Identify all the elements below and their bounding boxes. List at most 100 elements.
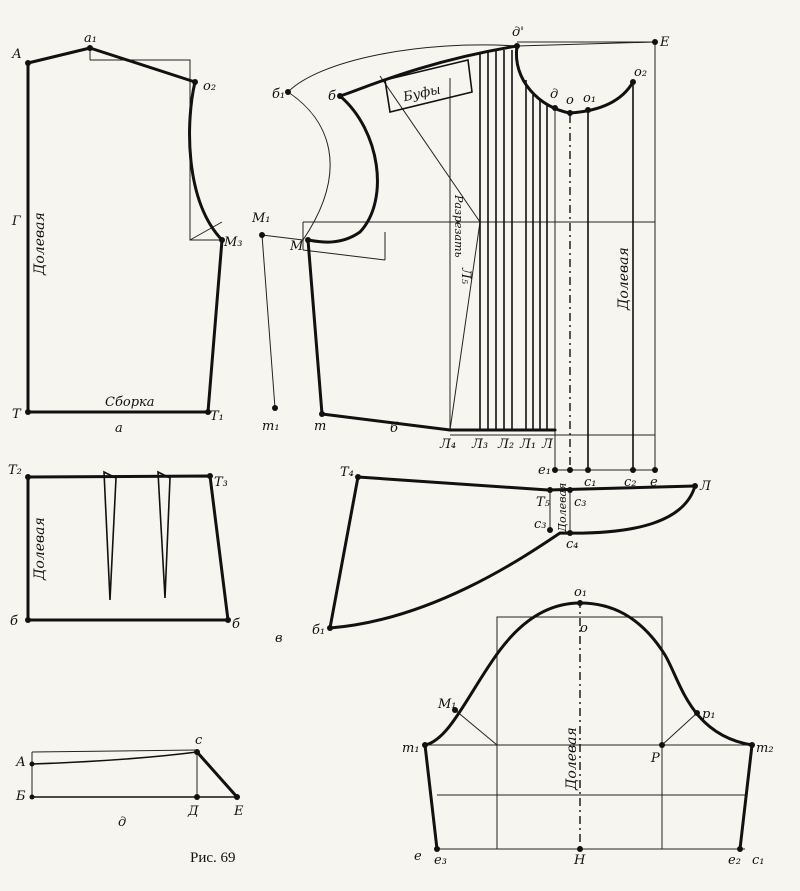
point-e1: [552, 467, 558, 473]
skirt-outline: [26, 474, 230, 622]
point-M1: [259, 232, 265, 238]
label-T1: Т₁: [210, 409, 224, 424]
point-T: [25, 409, 31, 415]
point-a1: [87, 45, 93, 51]
panel-a-outline: [26, 46, 224, 414]
yoke-auxiliary-curve: [287, 91, 331, 241]
cut-label: Разрезать: [452, 194, 465, 258]
label-L: Л: [541, 437, 554, 452]
point-b: [337, 93, 343, 99]
label-M1: М₁: [251, 211, 271, 226]
grain-label-skirt: Долевая: [32, 517, 48, 581]
point-c1: [585, 467, 591, 473]
yoke-seam-curve: [338, 44, 519, 98]
label-b-skirt-right: б: [232, 617, 240, 632]
label-m2: т₂: [756, 741, 774, 756]
label-A-belt: А: [15, 755, 26, 770]
point-D-belt: [194, 794, 200, 800]
label-c4: с₄: [566, 537, 579, 552]
label-E-belt: Е: [233, 804, 244, 819]
point-c4: [567, 530, 573, 536]
point-T5: [547, 487, 553, 493]
label-c1-sleeve: с₁: [752, 853, 765, 868]
label-L5: Л₅: [458, 267, 473, 285]
label-d-prime: д': [512, 25, 524, 40]
point-c-belt: [194, 749, 200, 755]
panel-skirt-draft: Т₂ Т₃ б б Долевая: [8, 463, 240, 632]
label-b1: б₁: [272, 87, 285, 102]
point-p1: [694, 710, 700, 716]
skirt-dart-1: [103, 470, 117, 601]
point-M: [305, 237, 311, 243]
point-e2: [737, 846, 743, 852]
point-E: [652, 39, 658, 45]
panel-d-belt: А Б с Д Е д: [15, 733, 244, 830]
point-E-belt: [234, 794, 240, 800]
point-A-belt: [29, 761, 35, 767]
label-e3: е₃: [434, 853, 447, 868]
label-b1-yoke: б₁: [312, 623, 325, 638]
point-d: [552, 105, 558, 111]
panel-a-construction-lines: [189, 221, 223, 241]
point-T4: [355, 474, 361, 480]
point-m1-sleeve: [422, 742, 428, 748]
panel-b-letter: б: [390, 421, 398, 436]
label-D-belt: Д: [187, 804, 199, 819]
point-m: [319, 411, 325, 417]
label-o2: о₂: [203, 79, 216, 94]
point-e: [652, 467, 658, 473]
panel-b-construction-lines: [379, 75, 481, 223]
point-b1: [285, 89, 291, 95]
waist-seam: [320, 412, 452, 432]
point-T2: [25, 474, 31, 480]
label-c1: с₁: [584, 475, 597, 490]
point-o1-sleeve: [577, 600, 583, 606]
figure-caption: Рис. 69: [190, 850, 236, 866]
label-T3: Т₃: [214, 475, 228, 490]
label-M1-sleeve: М₁: [437, 697, 457, 712]
panel-sleeve-draft: о₁ о М₁ р₁ т₁ Р т₂ е е₃ Н е₂ с₁ Долевая: [402, 585, 774, 868]
label-o: о: [566, 93, 574, 108]
label-G: Г: [11, 214, 21, 229]
side-seam: [306, 238, 324, 416]
label-E: Е: [659, 35, 670, 50]
label-c-belt: с: [195, 733, 203, 748]
point-b-skirt-left: [25, 617, 31, 623]
point-c3: [547, 527, 553, 533]
label-L-yoke: Л: [699, 479, 712, 494]
label-L2: Л₂: [497, 437, 514, 452]
label-T2: Т₂: [8, 463, 22, 478]
point-o2: [192, 79, 198, 85]
panel-b-construction-lines: [302, 249, 386, 261]
belt-end-slant: [195, 750, 239, 799]
label-A: А: [11, 47, 22, 62]
neckline-curve: [514, 44, 635, 115]
label-e-sleeve: е: [414, 849, 422, 864]
grain-label-b: Долевая: [616, 247, 632, 311]
grain-label-a: Долевая: [32, 212, 48, 276]
label-c3: с₃: [534, 517, 547, 532]
point-M1-sleeve: [452, 707, 458, 713]
skirt-dart-2: [157, 470, 171, 599]
point-b-skirt-right: [225, 617, 231, 623]
point-L-yoke: [692, 483, 698, 489]
label-L3: Л₃: [471, 437, 488, 452]
label-L1: Л₁: [519, 437, 536, 452]
side-auxiliary-line: [261, 234, 276, 409]
label-N: Н: [573, 853, 586, 868]
sleeve-cap-curve: [423, 601, 754, 747]
label-e2: е₂: [728, 853, 741, 868]
point-P: [659, 742, 665, 748]
label-o2: о₂: [634, 65, 647, 80]
label-T: Т: [12, 407, 22, 422]
label-m1: т₁: [262, 419, 280, 434]
point-c3-top: [567, 487, 573, 493]
point-T3: [207, 473, 213, 479]
point-b1-yoke: [327, 625, 333, 631]
point-N: [577, 846, 583, 852]
point-T1: [205, 409, 211, 415]
label-M: М: [289, 239, 304, 254]
point-o2: [630, 79, 636, 85]
label-e: е: [650, 475, 658, 490]
